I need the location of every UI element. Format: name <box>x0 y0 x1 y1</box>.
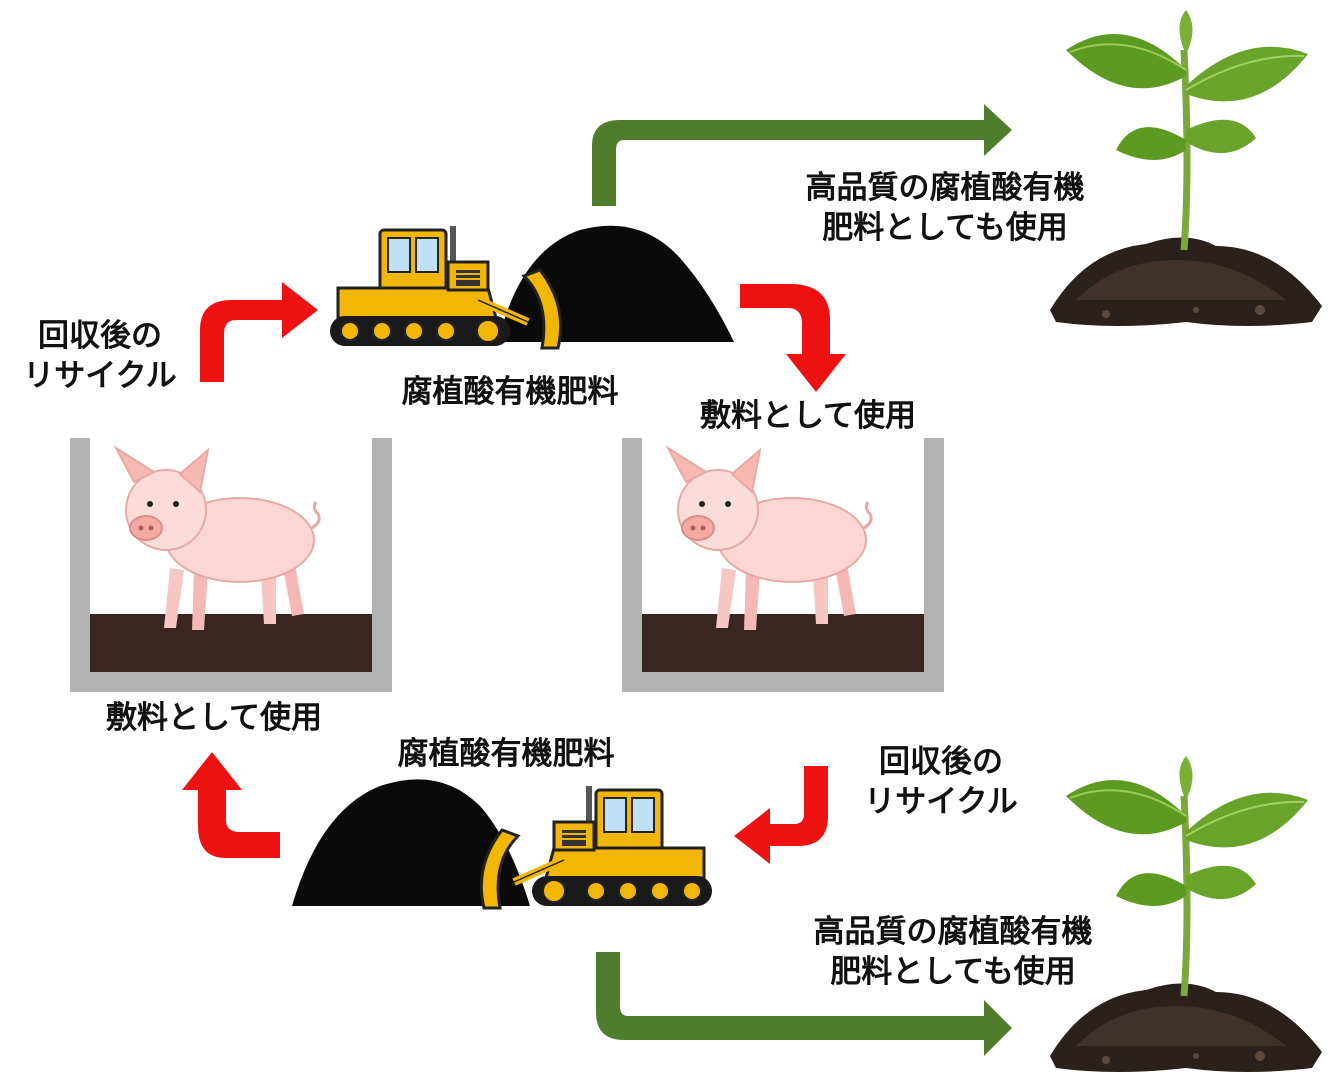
arrow-recycle-top-left <box>200 282 318 382</box>
label-recycle-left: 回収後の リサイクル <box>23 318 177 394</box>
arrow-bedding-top-right <box>740 284 846 392</box>
arrow-green-top <box>592 104 1012 206</box>
label-fertilizer-top: 腐植酸有機肥料 <box>401 374 619 410</box>
pen-icon-left <box>70 438 392 692</box>
soil-icon <box>90 614 372 672</box>
compost-pile-icon <box>292 779 530 906</box>
label-hq-bottom: 高品質の腐植酸有機 肥料としても使用 <box>813 914 1093 990</box>
label-fertilizer-bottom: 腐植酸有機肥料 <box>397 736 615 772</box>
arrow-recycle-bottom-right <box>734 766 828 864</box>
pig-icon <box>666 446 873 632</box>
label-recycle-right: 回収後の リサイクル <box>864 744 1018 820</box>
pig-icon <box>114 446 321 632</box>
soil-icon <box>642 614 924 672</box>
arrow-green-bottom <box>596 952 1012 1056</box>
label-hq-top: 高品質の腐植酸有機 肥料としても使用 <box>805 170 1085 246</box>
pen-icon-right <box>622 438 944 692</box>
label-bedding-right: 敷料として使用 <box>699 398 917 434</box>
label-bedding-left: 敷料として使用 <box>105 700 323 736</box>
arrow-bedding-bottom-left <box>182 752 280 858</box>
